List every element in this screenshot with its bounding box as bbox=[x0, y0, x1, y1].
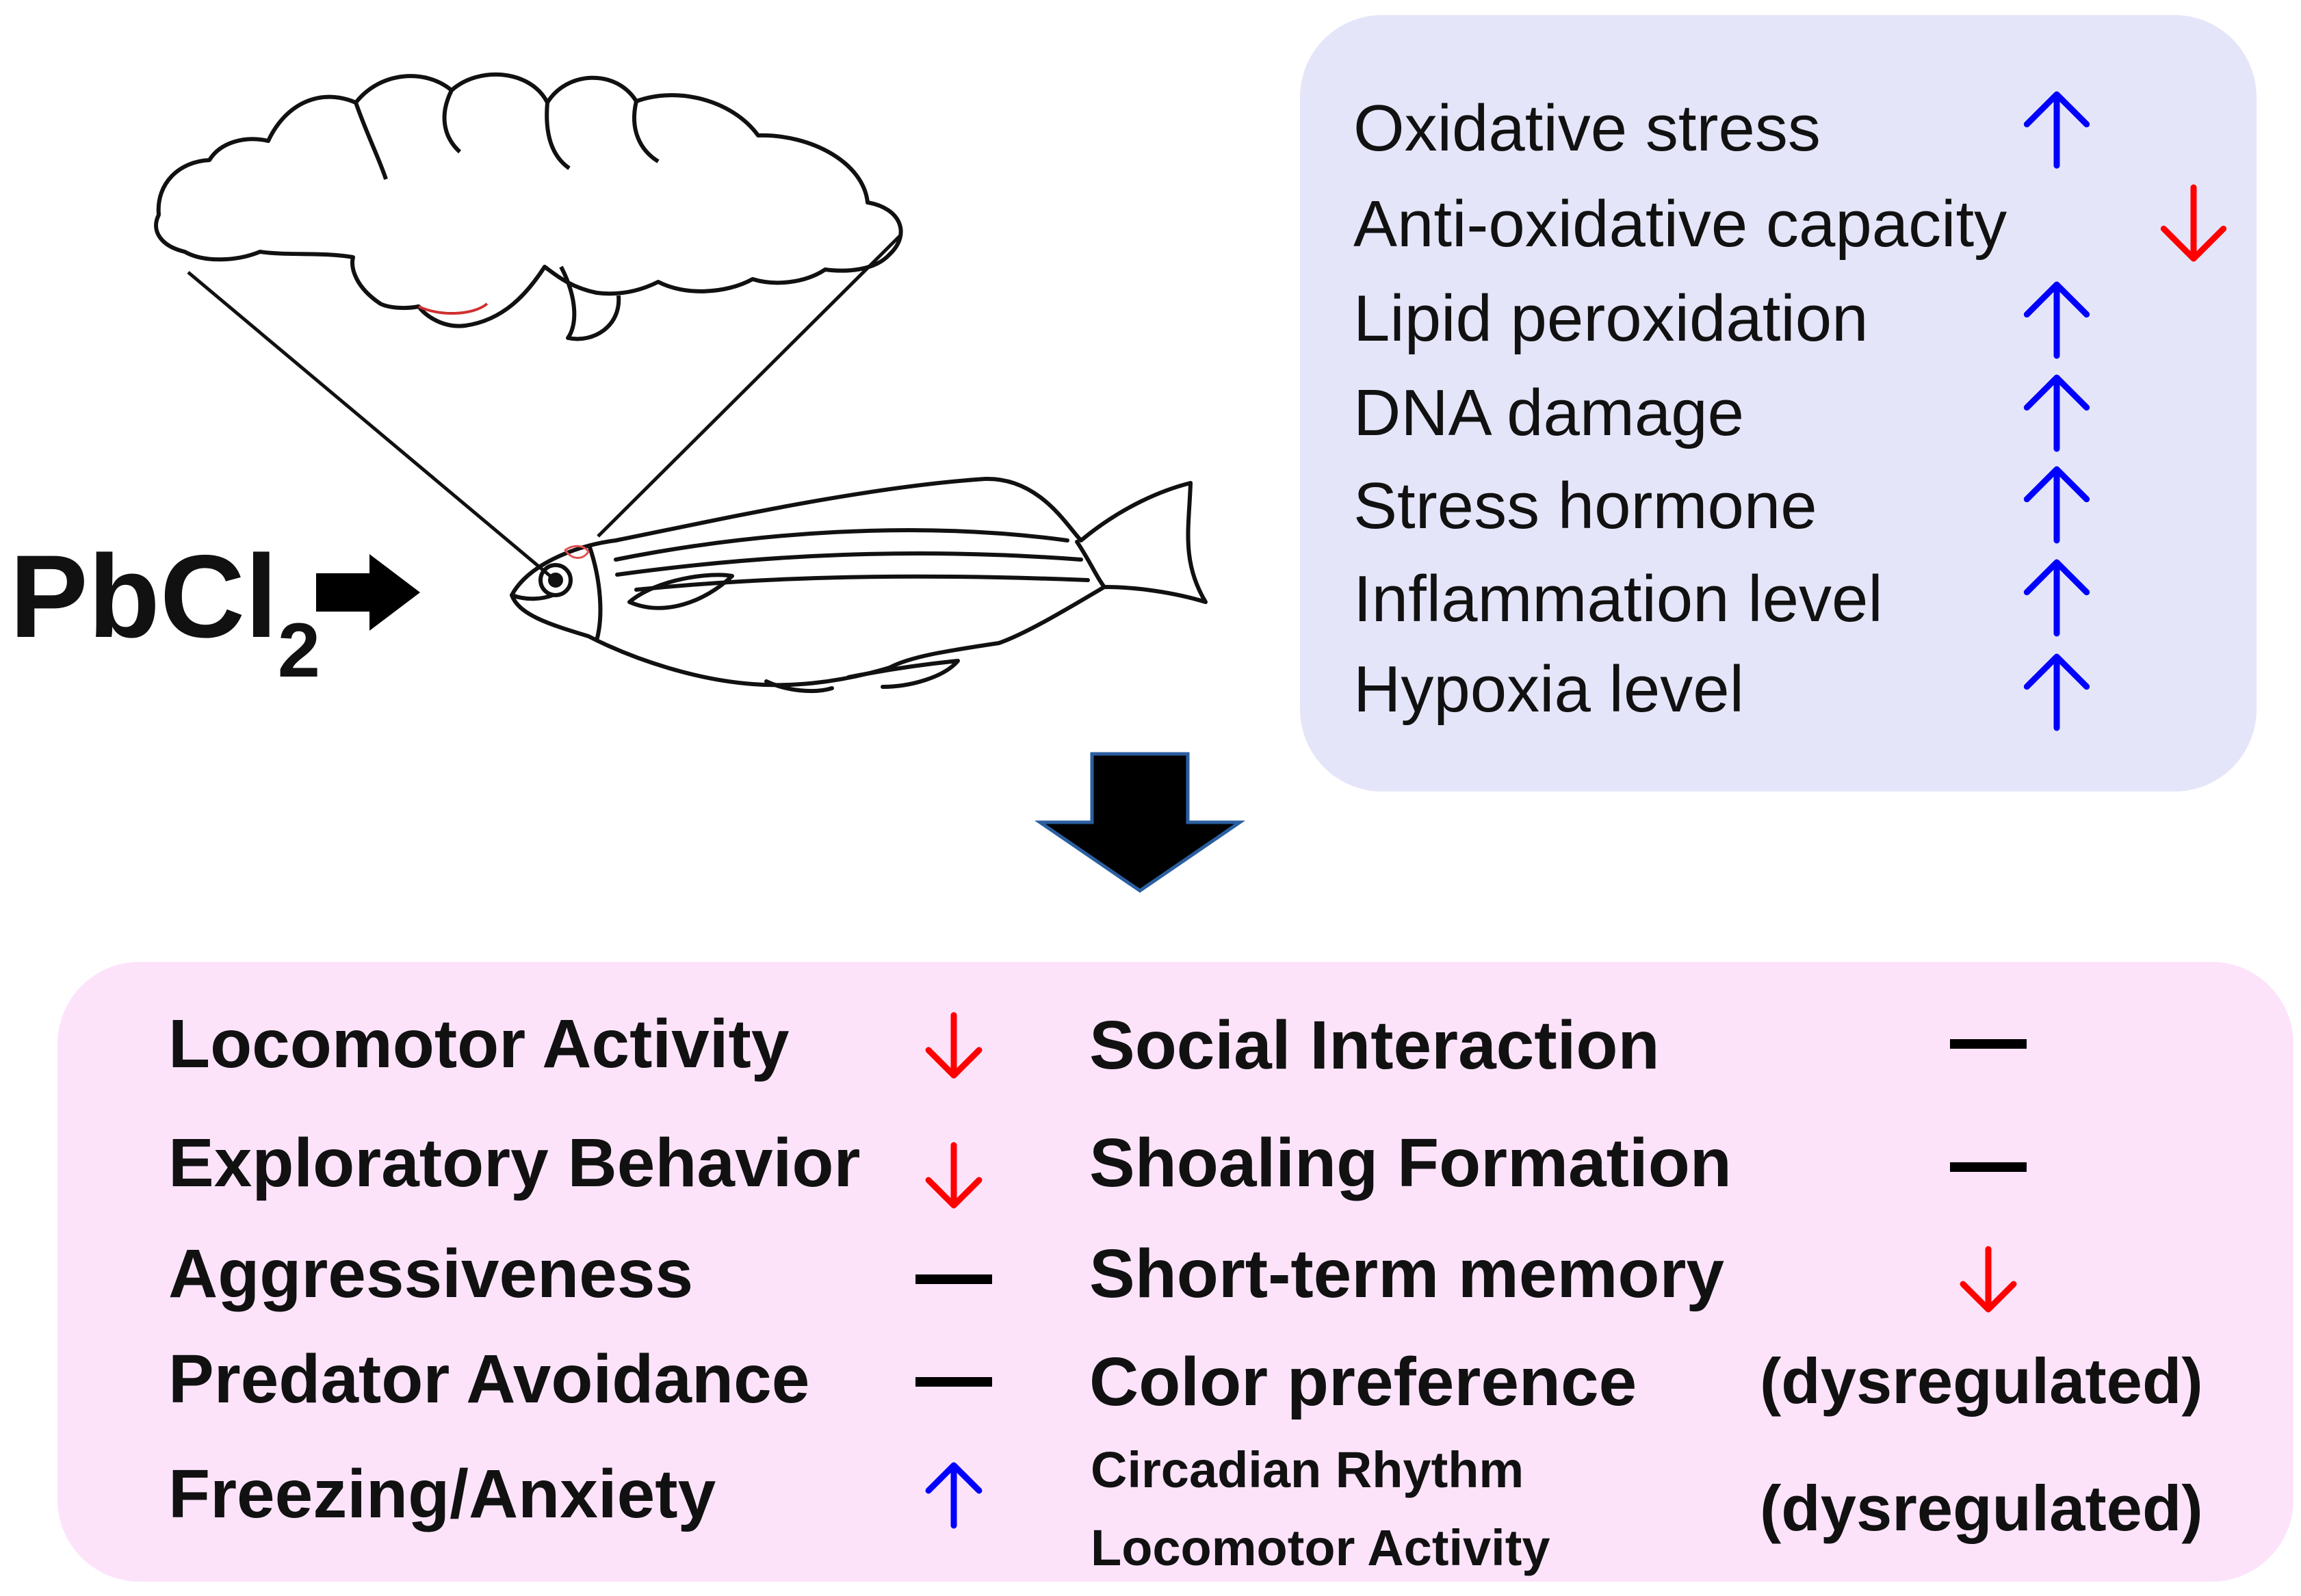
brain-highlight bbox=[564, 545, 590, 559]
up-arrow-icon bbox=[2023, 91, 2090, 169]
molecular-effect-label: DNA damage bbox=[1353, 376, 1744, 449]
eye-outer bbox=[538, 563, 573, 597]
eye-inner bbox=[548, 573, 563, 588]
behavior-label: Short-term memory bbox=[1089, 1235, 1724, 1312]
behavioral-effects-panel bbox=[57, 962, 2293, 1582]
no-change-dash-icon bbox=[915, 1377, 992, 1387]
stripe bbox=[615, 551, 1083, 577]
dysregulated-note: (dysregulated) bbox=[1760, 1472, 2203, 1544]
flow-down-arrow bbox=[1034, 752, 1246, 893]
molecular-effect-label: Anti-oxidative capacity bbox=[1353, 187, 2007, 261]
molecular-effect-label: Hypoxia level bbox=[1353, 653, 1744, 726]
behavior-label: Circadian Rhythm bbox=[1091, 1441, 1524, 1498]
behavior-label: Social Interaction bbox=[1089, 1007, 1660, 1084]
up-arrow-icon bbox=[2023, 653, 2090, 731]
molecular-effect-label: Stress hormone bbox=[1353, 469, 1817, 542]
behavior-label: Exploratory Behavior bbox=[168, 1125, 861, 1201]
molecular-effect-label: Oxidative stress bbox=[1353, 92, 1821, 165]
down-arrow-icon bbox=[1960, 1246, 2017, 1313]
pelvic-fin bbox=[764, 679, 834, 694]
behavior-label: Freezing/Anxiety bbox=[168, 1456, 716, 1532]
compound-arrow bbox=[316, 554, 420, 631]
behavior-label: Color preference bbox=[1089, 1344, 1637, 1420]
dysregulated-note: (dysregulated) bbox=[1760, 1345, 2203, 1417]
no-change-dash-icon bbox=[1950, 1162, 2027, 1172]
stripe bbox=[634, 574, 1090, 592]
up-arrow-icon bbox=[2023, 281, 2090, 359]
no-change-dash-icon bbox=[1950, 1039, 2027, 1049]
up-arrow-icon bbox=[925, 1462, 983, 1529]
change-indicators bbox=[915, 91, 2227, 1529]
molecular-effect-label: Inflammation level bbox=[1353, 562, 1883, 636]
down-arrow-icon bbox=[925, 1142, 983, 1209]
pectoral-fin bbox=[627, 573, 734, 610]
zebrafish-illustration bbox=[510, 476, 1208, 694]
down-arrow-icon bbox=[2160, 184, 2227, 262]
up-arrow-icon bbox=[2023, 374, 2090, 452]
compound-label: PbCl2 bbox=[10, 538, 320, 689]
behavior-label: Locomotor Activity bbox=[168, 1006, 790, 1082]
anal-fin bbox=[846, 659, 960, 689]
stripe bbox=[614, 528, 1069, 562]
compound-formula-base: PbCl bbox=[10, 531, 278, 662]
behavior-label: Aggressiveness bbox=[168, 1235, 694, 1312]
up-arrow-icon bbox=[2023, 559, 2090, 637]
projection-lines bbox=[187, 234, 902, 584]
no-change-dash-icon bbox=[915, 1274, 992, 1284]
molecular-effects-panel bbox=[1300, 15, 2257, 792]
up-arrow-icon bbox=[2023, 466, 2090, 544]
compound-formula-subscript: 2 bbox=[277, 607, 321, 693]
molecular-effect-label: Lipid peroxidation bbox=[1353, 282, 1869, 355]
brain-outline bbox=[154, 72, 903, 328]
brain-illustration bbox=[154, 72, 903, 341]
down-arrow-icon bbox=[925, 1012, 983, 1079]
behavior-label: Locomotor Activity bbox=[1091, 1519, 1550, 1576]
behavior-label: Predator Avoidance bbox=[168, 1341, 810, 1417]
behavior-label: Shoaling Formation bbox=[1089, 1125, 1732, 1201]
fish-body-outline bbox=[510, 476, 1208, 688]
